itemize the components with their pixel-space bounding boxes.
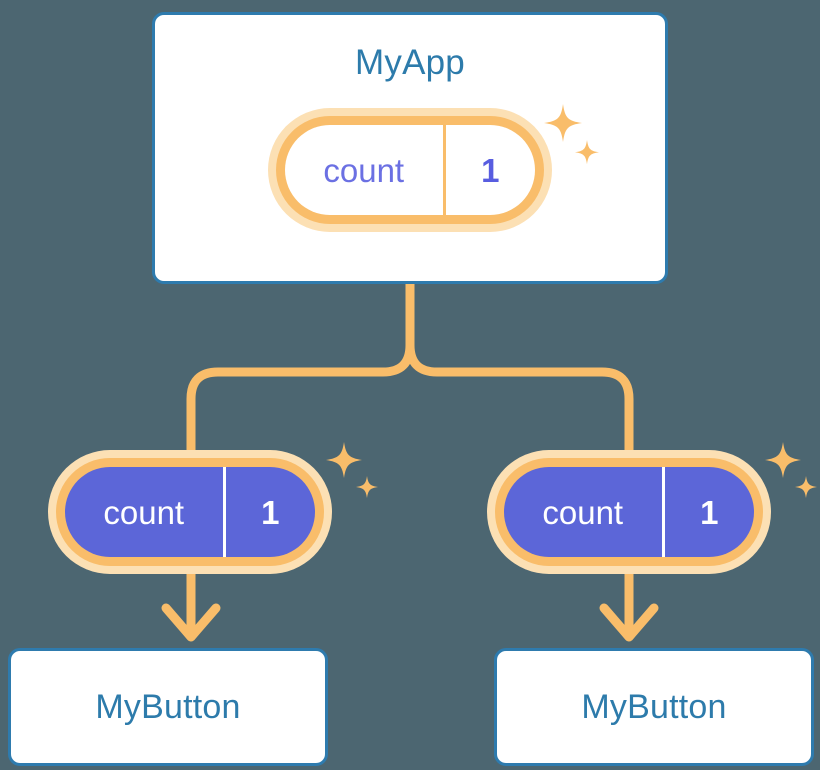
component-card-mybutton-right[interactable]: MyButton <box>494 648 814 766</box>
signal-value-child-left: 1 <box>222 467 316 557</box>
signal-value-child-right: 1 <box>661 467 755 557</box>
pill-body: count 1 <box>65 467 315 557</box>
sparkle-icon-small <box>795 476 817 498</box>
sparkle-icon <box>326 442 362 478</box>
sparkle-icon-small <box>356 476 378 498</box>
component-label-left: MyButton <box>95 687 241 726</box>
sparkle-icon <box>765 442 801 478</box>
edge-root-to-left-child <box>186 279 415 457</box>
pill-body: count 1 <box>504 467 754 557</box>
signal-value-root: 1 <box>442 125 536 215</box>
page-title: MyApp <box>355 43 465 82</box>
signal-pill-child-left[interactable]: count 1 <box>48 450 332 574</box>
signal-pill-root[interactable]: count 1 <box>268 108 552 232</box>
edge-root-to-right-child <box>405 279 634 457</box>
pill-body: count 1 <box>285 125 535 215</box>
signal-pill-child-right[interactable]: count 1 <box>487 450 771 574</box>
arrowhead-right-icon <box>599 603 659 642</box>
arrowhead-left-icon <box>161 603 221 642</box>
signal-key-child-left: count <box>103 493 185 531</box>
signal-key-child-right: count <box>542 493 624 531</box>
component-card-mybutton-left[interactable]: MyButton <box>8 648 328 766</box>
component-label-right: MyButton <box>581 687 727 726</box>
signal-key-root: count <box>323 151 405 189</box>
